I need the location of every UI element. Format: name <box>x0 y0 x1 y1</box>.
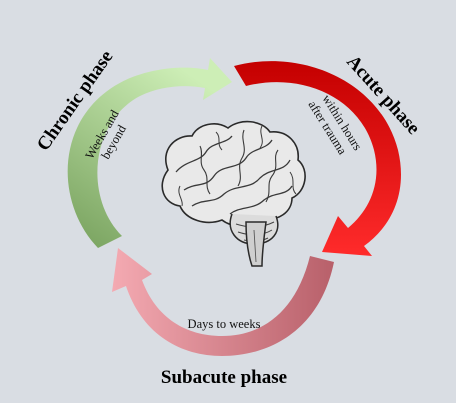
subacute-phase-label-group: Days to weeks Subacute phase <box>161 317 287 388</box>
subacute-phase-arrow <box>112 248 334 356</box>
brain-illustration <box>161 120 306 267</box>
acute-phase-arrow <box>234 61 401 257</box>
subacute-phase-title: Subacute phase <box>161 367 287 388</box>
subacute-phase-note: Days to weeks <box>188 317 261 331</box>
chronic-phase-arrow <box>67 58 232 248</box>
